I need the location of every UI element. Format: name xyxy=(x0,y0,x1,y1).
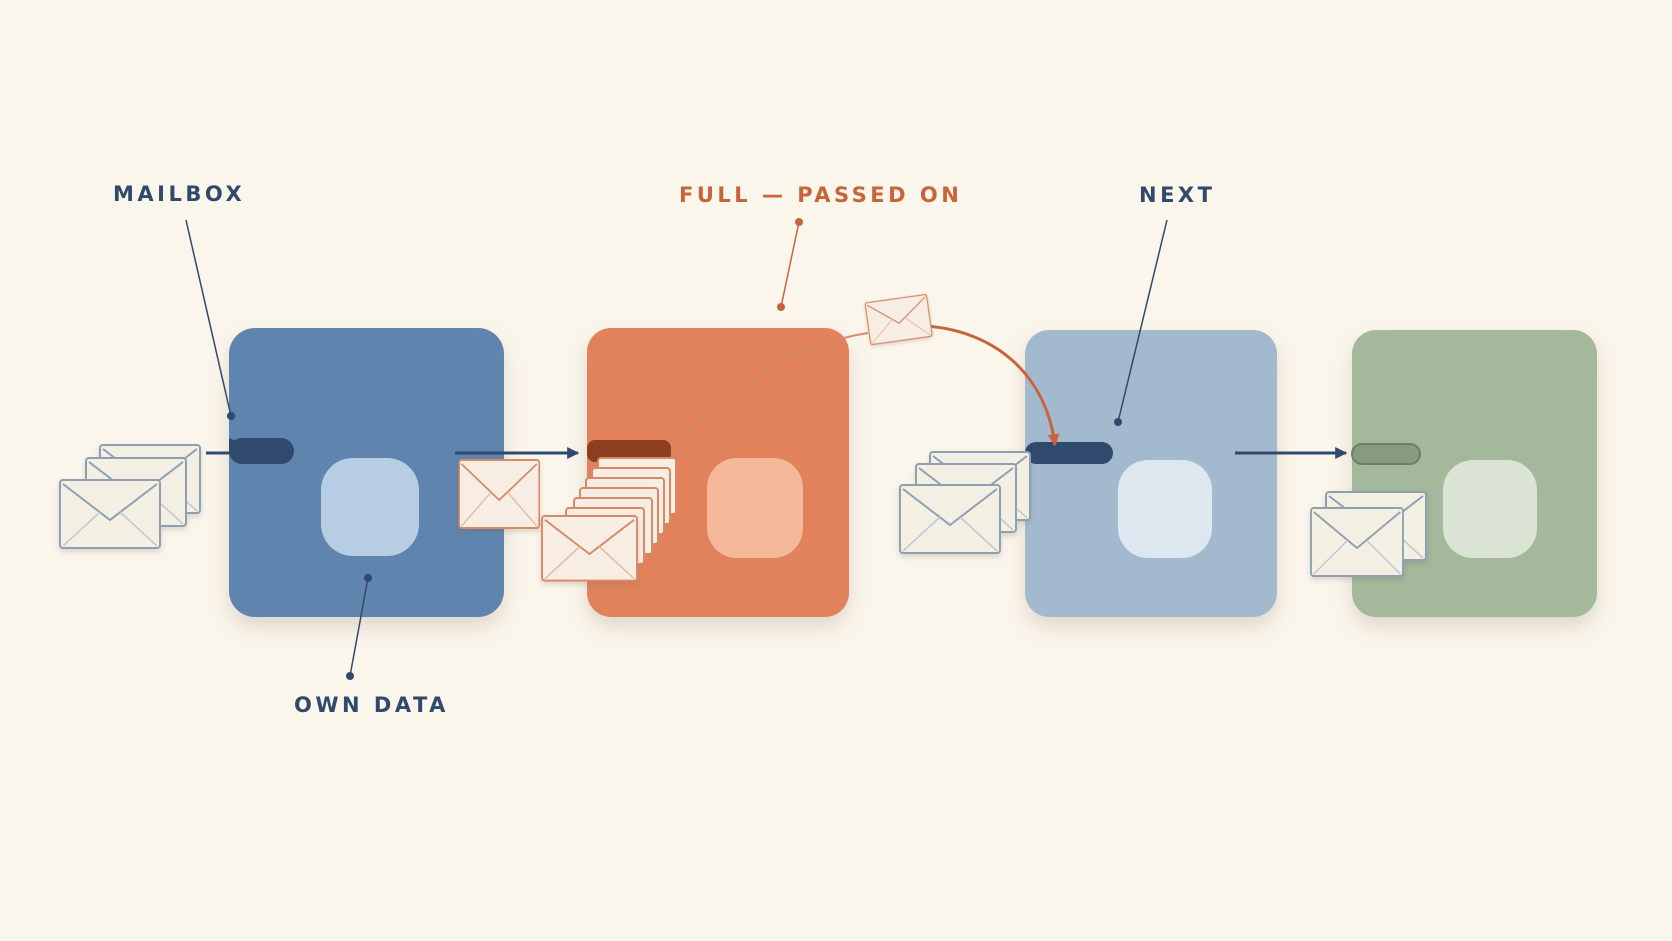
callout-dot xyxy=(795,218,803,226)
data-core-icon xyxy=(1118,460,1212,558)
envelope-icon xyxy=(899,484,1001,554)
mailbox-slot-icon xyxy=(587,440,671,462)
callout-line-next xyxy=(1117,219,1168,423)
envelope-icon xyxy=(59,479,161,549)
label-mailbox: MAILBOX xyxy=(113,182,245,206)
callout-dot xyxy=(777,303,785,311)
label-next: NEXT xyxy=(1139,183,1215,207)
envelope-icon xyxy=(541,515,638,582)
callout-line-mailbox xyxy=(185,219,232,417)
callout-dot xyxy=(227,412,235,420)
message-queue-1 xyxy=(59,444,201,549)
mailbox-slot-icon xyxy=(1351,443,1421,465)
actor-1 xyxy=(229,328,504,617)
envelope-icon xyxy=(458,459,541,529)
callout-dot xyxy=(1114,418,1122,426)
callout-line-own-data xyxy=(349,577,369,677)
curved-arrow-icon xyxy=(924,324,1060,447)
data-core-icon xyxy=(1443,460,1537,558)
callout-dot xyxy=(364,574,372,582)
message-queue-2-stack xyxy=(541,457,677,582)
data-core-icon xyxy=(707,458,803,558)
callout-dot xyxy=(346,672,354,680)
curved-arrow-icon xyxy=(671,332,869,447)
envelope-icon xyxy=(1310,507,1404,577)
label-own-data: OWN DATA xyxy=(294,693,449,717)
actor-3 xyxy=(1025,330,1277,617)
label-full-passed-on: FULL — PASSED ON xyxy=(679,183,962,207)
message-queue-2 xyxy=(458,459,541,529)
mailbox-slot-icon xyxy=(229,438,294,464)
mailbox-slot-icon xyxy=(1025,442,1113,464)
envelope-icon xyxy=(864,293,933,346)
data-core-icon xyxy=(321,458,419,556)
callout-line-full xyxy=(780,221,800,308)
message-queue-3 xyxy=(899,451,1031,554)
